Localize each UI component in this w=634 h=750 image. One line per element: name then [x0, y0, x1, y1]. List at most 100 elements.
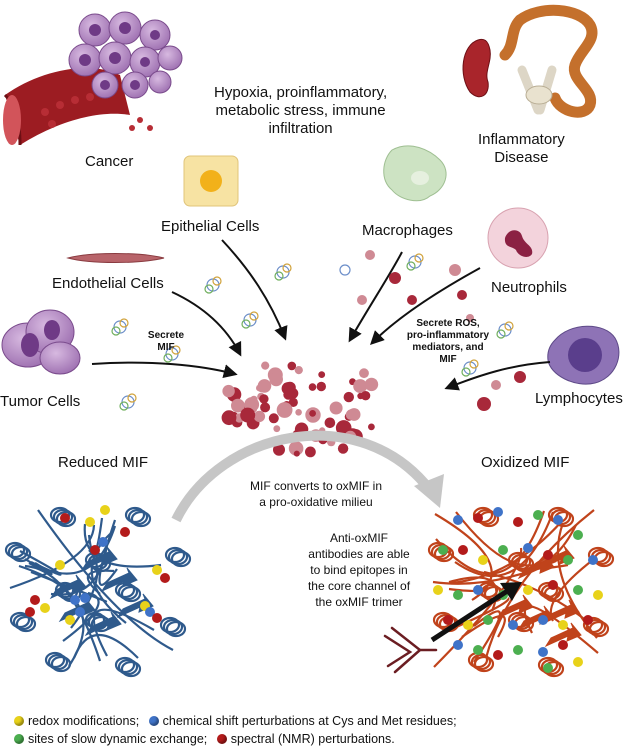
mif-droplet: [281, 382, 295, 395]
mif-droplet: [360, 391, 371, 401]
helix-coil: [10, 545, 32, 563]
label-lymphocytes: Lymphocytes: [535, 390, 623, 407]
legend-text-chemical-shift: chemical shift perturbations at Cys and …: [162, 714, 457, 728]
blue-residue-dot: [473, 585, 483, 595]
yellow-residue-dot: [573, 657, 583, 667]
red-residue-dot: [458, 545, 468, 555]
mif-droplet: [343, 391, 354, 403]
mif-droplet: [287, 361, 297, 371]
mif-droplet: [231, 398, 245, 413]
tumor-cells-icon: [1, 309, 81, 375]
helix-coil: [120, 660, 142, 678]
label-inflammatory-disease: Inflammatory Disease: [478, 131, 565, 166]
yellow-residue-dot: [85, 517, 95, 527]
red-residue-dot: [160, 573, 170, 583]
helix-coil: [9, 611, 31, 629]
helix-coil: [55, 510, 77, 528]
helix-coil: [540, 658, 562, 676]
legend-text-nmr: spectral (NMR) perturbations.: [230, 732, 395, 746]
green-residue-dot: [438, 545, 448, 555]
beta-sheet: [496, 594, 534, 620]
label-conversion: MIF converts to oxMIF in a pro-oxidative…: [249, 479, 383, 509]
yellow-residue-dot: [100, 505, 110, 515]
yellow-residue-dot: [593, 590, 603, 600]
helix-coil: [114, 656, 136, 674]
blue-residue-dot: [453, 515, 463, 525]
blue-residue-dot: [70, 595, 80, 605]
blue-residue-dot: [493, 507, 503, 517]
backbone-strand: [19, 550, 62, 576]
label-macrophages: Macrophages: [362, 222, 453, 239]
red-residue-dot: [60, 513, 70, 523]
mif-droplet: [260, 402, 271, 413]
legend-row-1: redox modifications; chemical shift pert…: [14, 712, 457, 730]
red-residue-dot: [558, 640, 568, 650]
green-residue-dot: [573, 585, 583, 595]
red-residue-dot: [30, 595, 40, 605]
oxidized-mif-structure: [427, 506, 615, 678]
helix-coil: [15, 615, 37, 633]
red-residue-dot: [548, 580, 558, 590]
helix-coil: [124, 506, 146, 524]
backbone-strand: [70, 549, 99, 629]
legend-text-slow-exchange: sites of slow dynamic exchange;: [28, 732, 208, 746]
backbone-strand: [98, 519, 118, 586]
inflammatory-illustration: [462, 4, 598, 118]
label-secrete-mif: Secrete MIF: [147, 330, 185, 353]
mif-droplet: [293, 450, 300, 457]
reduced-mif-structure: [4, 505, 192, 678]
helix-coil: [120, 585, 142, 603]
mif-droplet: [329, 401, 343, 415]
helix-coil: [164, 546, 186, 564]
mif-droplet: [337, 443, 349, 454]
blue-residue-dot: [80, 593, 90, 603]
green-residue-dot: [533, 510, 543, 520]
green-residue-dot: [513, 645, 523, 655]
mif-droplet: [256, 384, 263, 392]
secretion-arrows: [91, 239, 551, 391]
backbone-strand: [62, 591, 100, 642]
mif-droplet: [305, 446, 316, 458]
mif-droplet: [222, 384, 235, 398]
red-dot-icon: [216, 734, 227, 744]
blue-dot-icon: [148, 716, 159, 726]
beta-sheet: [84, 611, 122, 637]
blue-residue-dot: [538, 615, 548, 625]
mif-droplet: [221, 410, 237, 426]
legend-row-2: sites of slow dynamic exchange; spectral…: [14, 730, 457, 748]
helix-coil: [47, 653, 69, 671]
mif-droplet: [295, 409, 302, 416]
beta-sheet: [80, 546, 118, 572]
yellow-residue-dot: [433, 585, 443, 595]
backbone-strand: [28, 562, 53, 576]
macrophage-icon: [383, 145, 447, 202]
red-residue-dot: [152, 613, 162, 623]
mif-droplet-cluster: [221, 361, 379, 458]
backbone-strand: [484, 509, 595, 659]
antibody-icon: [383, 626, 438, 674]
helix-coil: [12, 613, 34, 631]
blue-residue-dot: [588, 555, 598, 565]
helix-coil: [7, 543, 29, 561]
backbone-strand: [454, 511, 555, 578]
blue-residue-dot: [508, 620, 518, 630]
yellow-dot-icon: [14, 716, 24, 726]
mif-droplet: [259, 394, 269, 404]
blue-residue-dot: [98, 537, 108, 547]
red-residue-dot: [493, 650, 503, 660]
blue-residue-dot: [538, 647, 548, 657]
mif-molecule-icons: [111, 253, 514, 411]
beta-sheet: [49, 574, 87, 600]
label-endothelial-cells: Endothelial Cells: [52, 275, 164, 292]
cancer-illustration: [3, 11, 183, 146]
label-tumor-cells: Tumor Cells: [0, 393, 81, 410]
blue-residue-dot: [145, 607, 155, 617]
mif-droplet: [345, 409, 357, 421]
backbone-strand: [455, 511, 577, 567]
label-antibody-note: Anti-oxMIF antibodies are able to bind e…: [307, 531, 411, 609]
legend-text-redox: redox modifications;: [28, 714, 140, 728]
label-secrete-ros: Secrete ROS, pro-inflammatory mediators,…: [406, 318, 490, 365]
mif-droplet: [316, 381, 326, 392]
beta-sheet: [544, 622, 582, 648]
helix-coil: [170, 550, 192, 568]
